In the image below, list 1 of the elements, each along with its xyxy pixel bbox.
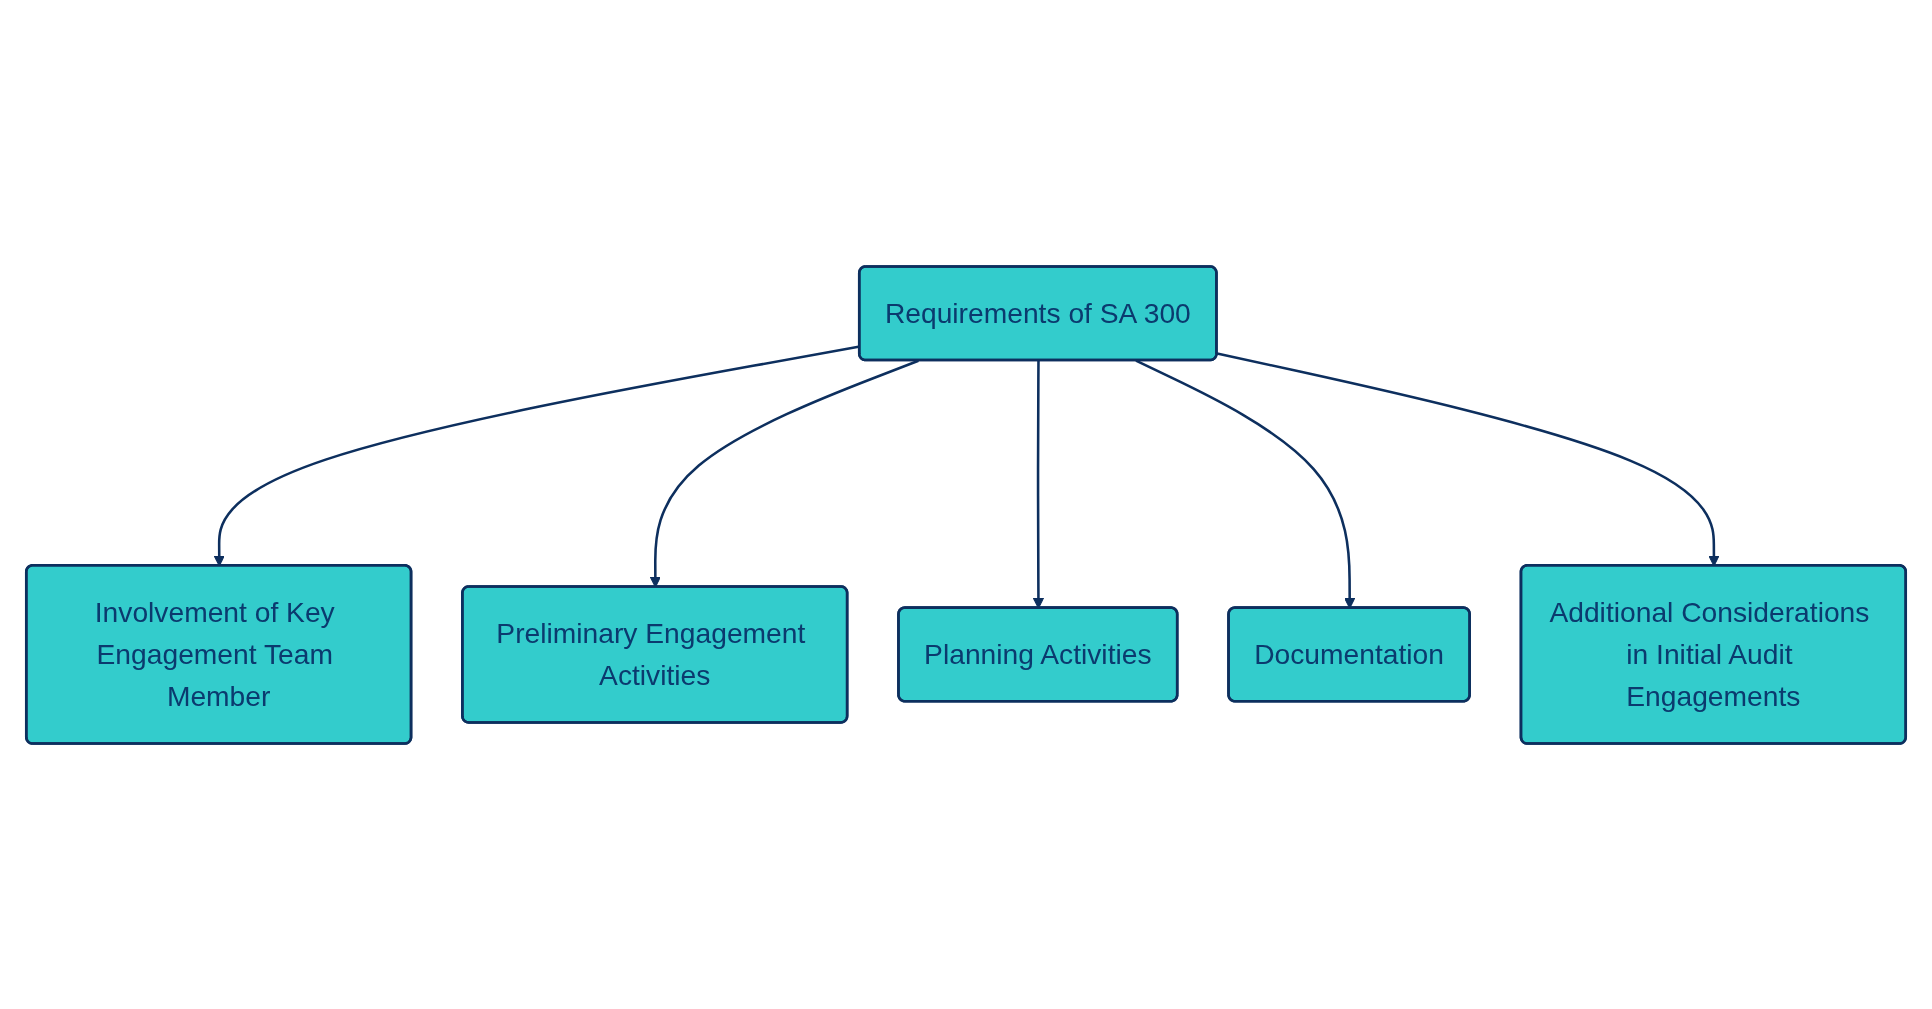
flowchart: Requirements of SA 300 Involvement of Key Engagement Team Member Preliminary Engagement Activities Planning Activities Documentation Additional Considerations in Initial Audit Engagements bbox=[16, 9, 1916, 1000]
